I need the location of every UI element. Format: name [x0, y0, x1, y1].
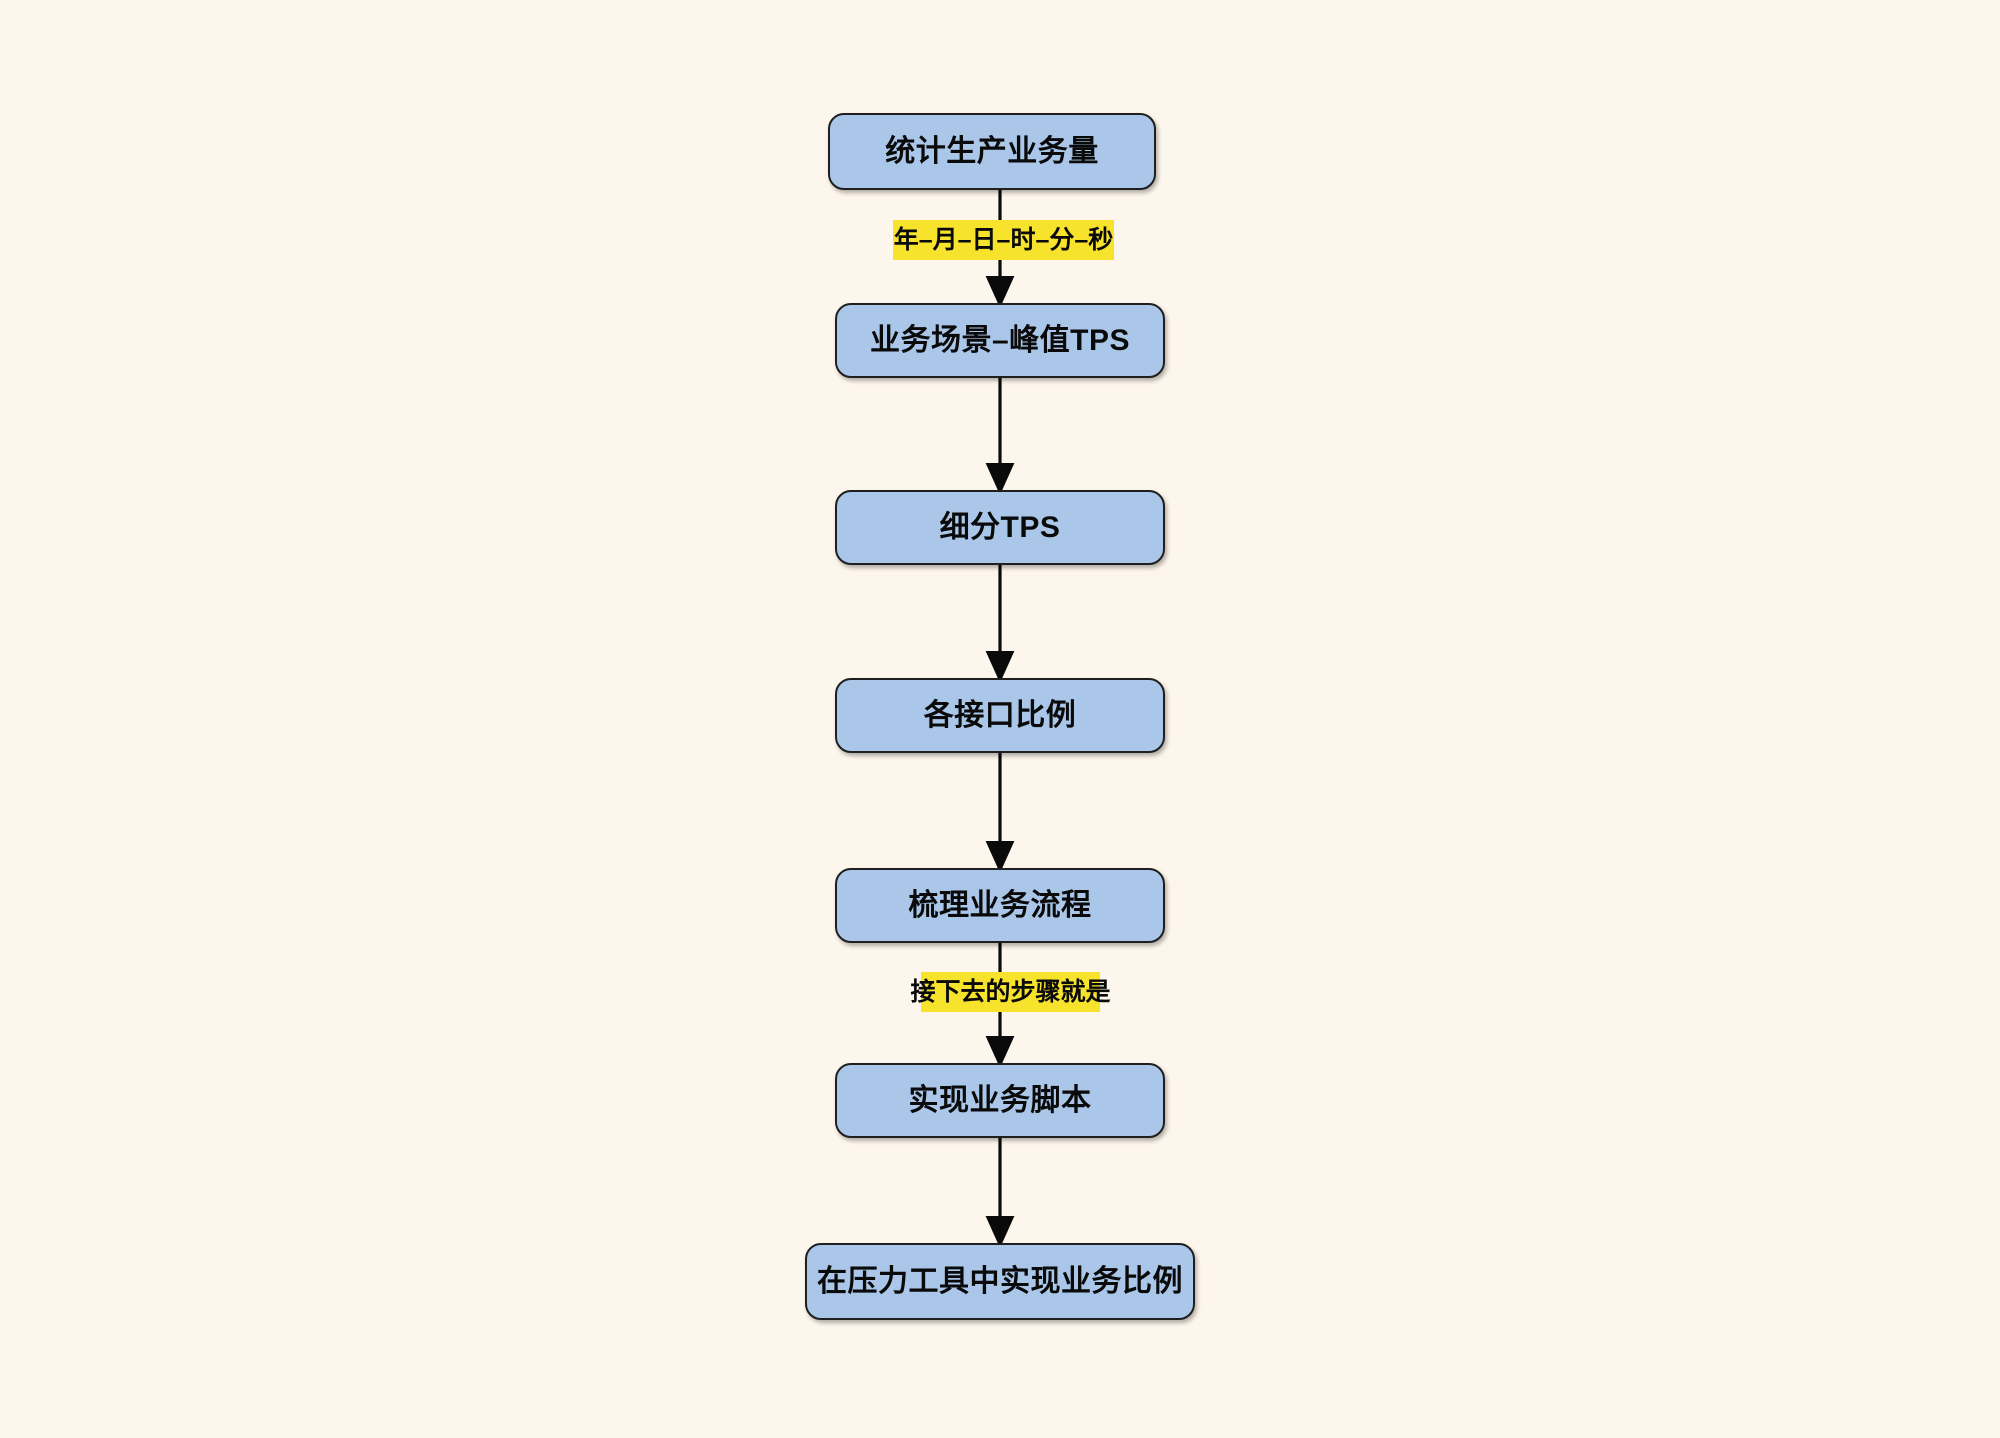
- flow-node-label: 细分TPS: [939, 510, 1061, 544]
- flow-node-label: 各接口比例: [923, 698, 1077, 732]
- edge-label-n5-n6: 接下去的步骤就是: [911, 972, 1111, 1012]
- flow-node-label: 梳理业务流程: [908, 888, 1092, 922]
- flow-node-label: 实现业务脚本: [908, 1083, 1092, 1117]
- flow-node-statistics-production-volume[interactable]: 统计生产业务量: [828, 113, 1156, 190]
- flow-node-sort-business-process[interactable]: 梳理业务流程: [835, 868, 1165, 943]
- flow-node-interface-ratio[interactable]: 各接口比例: [835, 678, 1165, 753]
- flow-node-label: 统计生产业务量: [885, 134, 1099, 168]
- edge-label-n1-n2: 年–月–日–时–分–秒: [893, 220, 1114, 260]
- edge-label-text: 接下去的步骤就是: [910, 977, 1111, 1006]
- flow-node-label: 业务场景–峰值TPS: [869, 323, 1131, 357]
- flow-node-implement-business-script[interactable]: 实现业务脚本: [835, 1063, 1165, 1138]
- flow-node-subdivide-tps[interactable]: 细分TPS: [835, 490, 1165, 565]
- flow-node-business-scenario-peak-tps[interactable]: 业务场景–峰值TPS: [835, 303, 1165, 378]
- flow-node-implement-business-ratio-in-load-tool[interactable]: 在压力工具中实现业务比例: [805, 1243, 1195, 1320]
- flow-node-label: 在压力工具中实现业务比例: [817, 1264, 1183, 1298]
- edge-label-text: 年–月–日–时–分–秒: [893, 225, 1114, 254]
